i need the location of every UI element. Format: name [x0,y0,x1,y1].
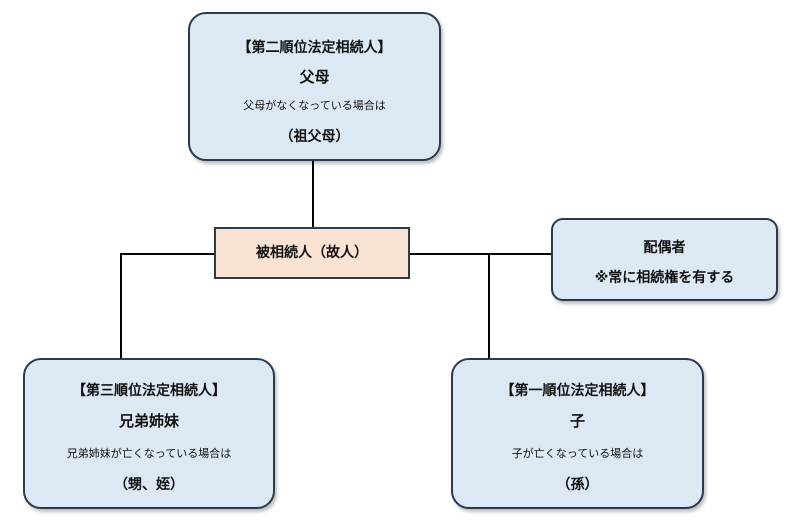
second-order-substitute-note: 父母がなくなっている場合は [243,99,386,112]
second-order-heir-name: 父母 [299,68,330,86]
spouse-name: 配偶者 [643,240,686,256]
second-order-rank-label: 【第二順位法定相続人】 [237,40,392,56]
first-order-heir-name: 子 [569,412,585,430]
second-order-substitute-heir: （祖父母） [279,129,350,145]
first-order-rank-label: 【第一順位法定相続人】 [500,383,655,399]
spouse-box: 配偶者 ※常に相続権を有する [551,218,778,301]
third-order-substitute-note: 兄弟姉妹が亡くなっている場合は [66,447,232,460]
deceased-box: 被相続人（故人） [214,227,410,279]
second-order-heir-box: 【第二順位法定相続人】 父母 父母がなくなっている場合は （祖父母） [188,12,441,161]
third-order-heir-box: 【第三順位法定相続人】 兄弟姉妹 兄弟姉妹が亡くなっている場合は （甥、姪） [23,358,275,509]
third-order-substitute-heir: （甥、姪） [114,477,184,493]
first-order-substitute-heir: （孫） [556,477,599,493]
first-order-substitute-note: 子が亡くなっている場合は [511,447,644,460]
first-order-heir-box: 【第一順位法定相続人】 子 子が亡くなっている場合は （孫） [451,358,704,509]
third-order-heir-name: 兄弟姉妹 [118,412,179,430]
spouse-note: ※常に相続権を有する [594,270,735,286]
third-order-rank-label: 【第三順位法定相続人】 [72,383,226,399]
